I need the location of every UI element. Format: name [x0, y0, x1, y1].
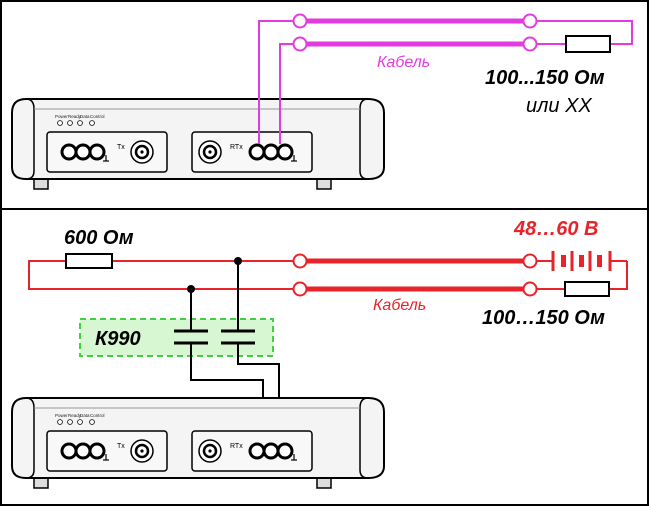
top-resistor-label-alt-text: или XX	[526, 95, 592, 117]
tx-port-label: Tx	[117, 443, 125, 450]
led-label-control: Control	[90, 114, 105, 119]
junction-dot	[234, 257, 242, 265]
termination-resistor-top	[565, 35, 611, 53]
top-cable-label: Кабель	[377, 54, 430, 71]
led-label-data: Data	[80, 413, 90, 418]
cable-terminal	[522, 253, 538, 269]
cable-terminal	[292, 13, 308, 29]
resistor-600-label: 600 Ом	[64, 227, 134, 249]
rtx-port-label: RTx	[230, 443, 243, 450]
led-label-control: Control	[90, 413, 105, 418]
capacitor-block-label: К990	[95, 328, 141, 350]
cable-terminal	[292, 253, 308, 269]
cable-terminal	[292, 36, 308, 52]
top-resistor-label: 100...150 Ом	[485, 67, 605, 89]
cable-terminal	[522, 281, 538, 297]
bottom-cable-label: Кабель	[373, 297, 426, 314]
bottom-circuit	[28, 253, 628, 297]
junction-dot	[187, 285, 195, 293]
bottom-termination-label: 100…150 Ом	[482, 307, 605, 329]
led-label-data: Data	[80, 114, 90, 119]
capacitor-block	[79, 318, 274, 357]
top-resistor-label-alt: или XX	[526, 95, 592, 117]
voltage-label: 48…60 В	[513, 218, 599, 240]
top-circuit	[258, 13, 633, 144]
cable-terminal	[522, 13, 538, 29]
termination-resistor-bottom	[564, 281, 610, 297]
capacitor-icon	[174, 329, 255, 345]
led-label-power: Power	[55, 114, 68, 119]
cable-terminal	[292, 281, 308, 297]
tx-port-label: Tx	[117, 144, 125, 151]
rtx-port-label: RTx	[230, 144, 243, 151]
led-label-power: Power	[55, 413, 68, 418]
device-top: Power Ready Data Control Tx RTx	[10, 97, 386, 191]
series-resistor-600	[65, 253, 113, 269]
led-label-ready: Ready	[68, 114, 82, 119]
led-label-ready: Ready	[68, 413, 82, 418]
cable-terminal	[522, 36, 538, 52]
battery-icon	[551, 251, 612, 271]
device-bottom: Power Ready Data Control Tx RTx	[10, 396, 386, 490]
